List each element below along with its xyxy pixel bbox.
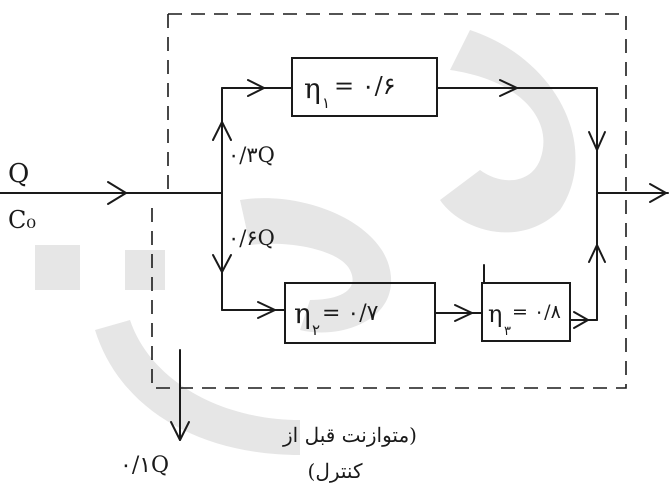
inflow-arrow: [107, 181, 127, 205]
svg-text:η: η: [488, 300, 502, 328]
watermark-logo: [35, 30, 576, 455]
upper-down-arrow: [588, 131, 606, 151]
bypass-flow-label: ۰/۱Q: [120, 453, 169, 478]
svg-text:η: η: [304, 72, 321, 105]
bypass-arrow: [170, 421, 190, 441]
bypass-note-line1: (متوازنت قبل از: [282, 423, 417, 447]
unit-eta2-label: η ۲ = ۰/۷: [294, 297, 379, 339]
svg-text:= ۰/۷: = ۰/۷: [322, 301, 379, 326]
split-up-arrow: [212, 121, 232, 141]
upper-feed-arrow: [247, 79, 265, 97]
unit-eta3-label: η ۳ = ۰/۸: [488, 300, 561, 339]
lower-up-arrow: [588, 244, 606, 263]
bypass-note-line2: کنترل): [308, 459, 363, 483]
inflow-concentration-label: C₀: [8, 206, 36, 234]
outflow-arrow: [649, 183, 667, 203]
split-upper-label: ۰/۳Q: [228, 143, 275, 167]
svg-text:= ۰/۸: = ۰/۸: [512, 301, 561, 323]
lower-feed-arrow: [257, 301, 276, 319]
upper-outflow-arrow: [499, 79, 518, 97]
inflow-flow-label: Q: [8, 159, 29, 189]
svg-text:۱: ۱: [322, 94, 330, 112]
split-lower-label: ۰/۶Q: [228, 226, 275, 250]
split-down-arrow: [212, 254, 232, 273]
svg-text:۲: ۲: [312, 321, 320, 339]
unit-eta1-label: η ۱ = ۰/۶: [304, 72, 396, 112]
middle-link-arrow: [454, 304, 473, 322]
svg-text:۳: ۳: [504, 324, 511, 339]
lower-outflow-arrow: [573, 311, 589, 329]
unit-eta3-box: [481, 282, 571, 342]
control-boundary: [151, 13, 627, 389]
svg-text:= ۰/۶: = ۰/۶: [334, 72, 396, 100]
svg-text:η: η: [294, 297, 311, 330]
